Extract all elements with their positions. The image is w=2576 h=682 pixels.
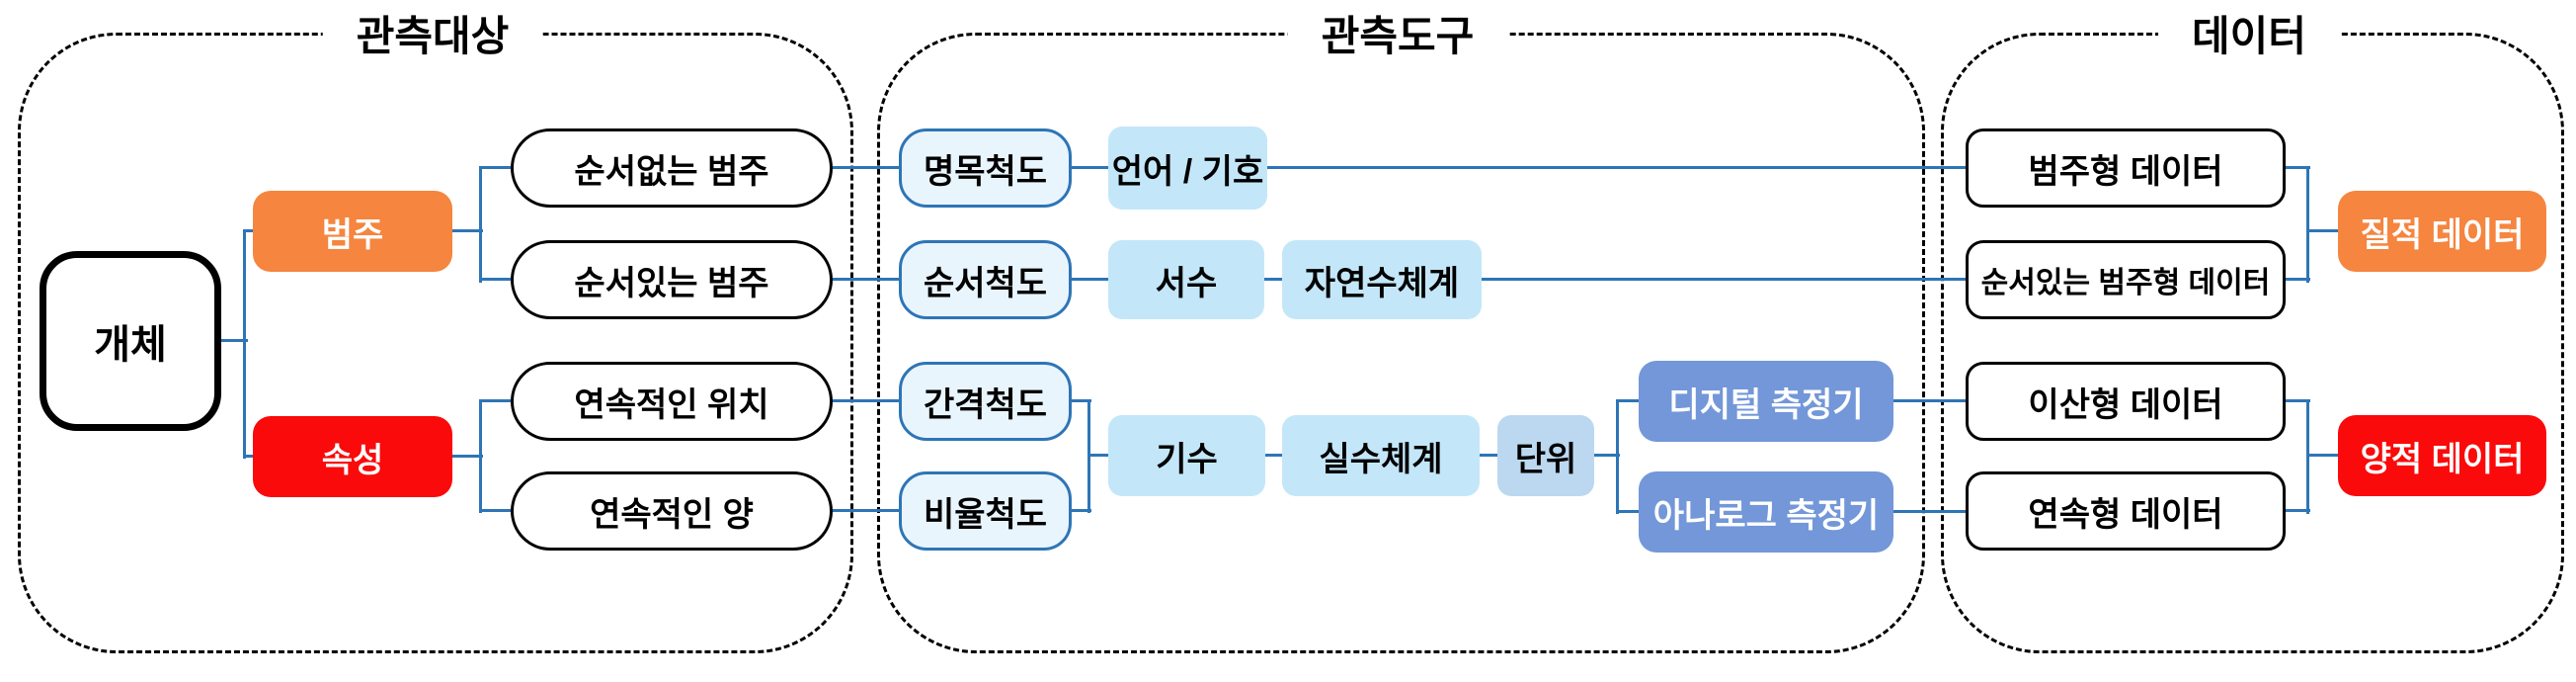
connector-line [1087, 399, 1090, 513]
connector-line [833, 509, 899, 512]
connector-line [245, 229, 257, 232]
connector-line [479, 166, 482, 283]
connector-line [2286, 166, 2310, 169]
connector-line [1893, 399, 1966, 402]
node-ordinal-scale: 순서척도 [899, 240, 1072, 319]
section-title-observation-target: 관측대상 [322, 5, 543, 60]
connector-line [1264, 278, 1282, 281]
connector-line [833, 278, 899, 281]
connector-line [221, 339, 248, 342]
node-continuous-position: 연속적인 위치 [511, 362, 833, 441]
connector-line [243, 229, 246, 459]
connector-line [833, 166, 899, 169]
node-quantitative-data: 양적 데이터 [2338, 415, 2546, 496]
connector-line [452, 229, 483, 232]
node-natural-number-system: 자연수체계 [1282, 240, 1482, 319]
node-ordered-category: 순서있는 범주 [511, 240, 833, 319]
connector-line [2306, 399, 2309, 514]
node-categorical-data: 범주형 데이터 [1966, 128, 2286, 208]
connector-line [1265, 454, 1282, 457]
node-unit: 단위 [1497, 415, 1594, 496]
connector-line [479, 399, 482, 513]
connector-line [452, 455, 483, 458]
connector-line [1616, 399, 1619, 514]
connector-line [481, 166, 513, 169]
section-title-data: 데이터 [2158, 5, 2340, 60]
node-language-symbol: 언어 / 기호 [1108, 127, 1267, 210]
connector-line [481, 278, 513, 281]
connector-line [833, 399, 899, 402]
node-continuous-data: 연속형 데이터 [1966, 471, 2286, 551]
node-attribute: 속성 [253, 416, 452, 497]
node-discrete-data: 이산형 데이터 [1966, 362, 2286, 441]
connector-line [1618, 399, 1641, 402]
connector-line [1480, 454, 1497, 457]
connector-line [1072, 509, 1091, 512]
connector-line [2308, 454, 2338, 457]
connector-line [481, 509, 513, 512]
node-nominal-scale: 명목척도 [899, 128, 1072, 208]
node-ratio-scale: 비율척도 [899, 471, 1072, 551]
node-continuous-quantity: 연속적인 양 [511, 471, 833, 551]
connector-line [1893, 510, 1966, 513]
node-ordered-categorical-data: 순서있는 범주형 데이터 [1966, 240, 2286, 319]
connector-line [1482, 278, 1966, 281]
connector-line [481, 399, 513, 402]
node-real-number-system: 실수체계 [1282, 415, 1480, 496]
section-observation-tool [877, 33, 1925, 653]
node-category: 범주 [253, 191, 452, 272]
section-title-observation-tool: 관측도구 [1287, 5, 1508, 60]
node-interval-scale: 간격척도 [899, 362, 1072, 441]
connector-line [2308, 229, 2338, 232]
node-entity: 개체 [40, 251, 221, 431]
connector-line [1072, 278, 1108, 281]
connector-line [1594, 454, 1620, 457]
section-data [1941, 33, 2564, 653]
node-digital-meter: 디지털 측정기 [1639, 361, 1893, 442]
connector-line [2286, 399, 2310, 402]
node-cardinal-number: 기수 [1108, 415, 1265, 496]
connector-line [1618, 510, 1641, 513]
connector-line [2306, 166, 2309, 283]
connector-line [2286, 509, 2310, 512]
connector-line [1267, 166, 1966, 169]
connector-line [1072, 399, 1091, 402]
node-qualitative-data: 질적 데이터 [2338, 191, 2546, 272]
connector-line [1072, 166, 1108, 169]
node-unordered-category: 순서없는 범주 [511, 128, 833, 208]
connector-line [2286, 278, 2310, 281]
connector-line [245, 455, 257, 458]
node-ordinal-number: 서수 [1108, 240, 1264, 319]
node-analog-meter: 아나로그 측정기 [1639, 471, 1893, 553]
connector-line [1089, 454, 1110, 457]
